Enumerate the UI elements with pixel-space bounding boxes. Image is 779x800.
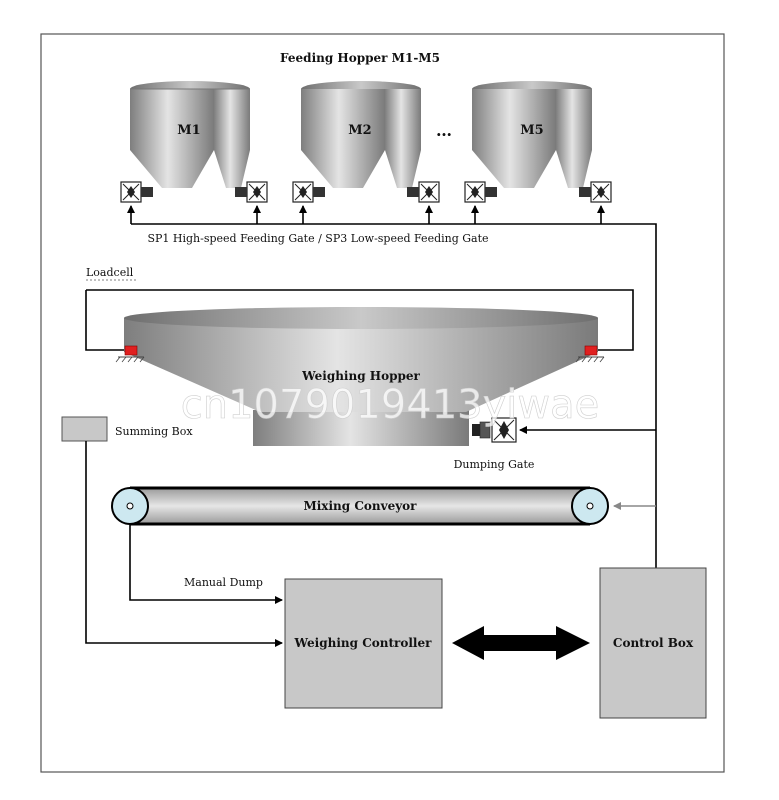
mixing-conveyor-label: Mixing Conveyor (303, 499, 417, 513)
weighing-controller-box (284, 578, 443, 709)
hopper-label-m1: M1 (177, 123, 200, 138)
diagram-title: Feeding Hopper M1-M5 (280, 51, 440, 65)
gate-signal-bus (127, 205, 657, 568)
conveyor-roller-left (111, 487, 149, 525)
weighing-hopper (124, 307, 598, 446)
hopper-label-m2: M2 (348, 123, 371, 138)
loadcell-right (575, 345, 605, 363)
outer-frame (40, 33, 725, 773)
feeding-hopper-m2 (301, 81, 421, 188)
feeding-hopper-m1 (130, 81, 250, 188)
loadcell-wire-left (85, 290, 126, 351)
dumping-gate (472, 417, 517, 443)
feeding-gate-valve-icon (292, 181, 325, 203)
loadcell-left (115, 345, 145, 363)
summing-box (61, 416, 108, 442)
control-box-label: Control Box (613, 636, 694, 650)
feeding-gate-valve-icon (120, 181, 153, 203)
feeding-gates (120, 181, 612, 203)
manual-dump-wire (129, 524, 283, 604)
control-box (599, 567, 707, 719)
loadcell-label: Loadcell (86, 266, 134, 279)
dumping-gate-label: Dumping Gate (454, 458, 535, 471)
loadcell-wire-right (86, 289, 634, 351)
weighing-hopper-label: Weighing Hopper (301, 369, 420, 383)
feeding-hopper-m5 (472, 81, 592, 188)
feeding-gate-valve-icon (407, 181, 440, 203)
hopper-ellipsis: … (436, 121, 452, 140)
feeding-gate-caption: SP1 High-speed Feeding Gate / SP3 Low-sp… (147, 232, 488, 245)
conveyor-roller-right (571, 487, 609, 525)
manual-dump-label: Manual Dump (184, 576, 263, 589)
summing-box-to-controller-wire (85, 441, 283, 647)
feeding-gate-valve-icon (464, 181, 497, 203)
feeding-gate-valve-icon (235, 181, 268, 203)
controller-communication-double-arrow (452, 626, 590, 660)
hopper-label-m5: M5 (520, 123, 543, 138)
watermark-text: cn1079019413yiwae (181, 382, 599, 428)
feeding-gate-valve-icon (579, 181, 612, 203)
weighing-controller-label: Weighing Controller (294, 636, 433, 650)
summing-box-label: Summing Box (115, 425, 193, 438)
